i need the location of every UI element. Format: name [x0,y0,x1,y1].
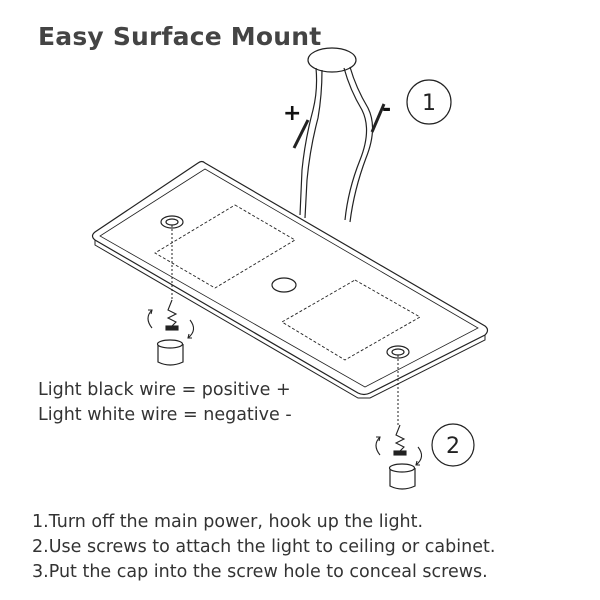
callout-1: 1 [406,79,452,125]
callout-2-number: 2 [446,434,460,459]
positive-sign: + [283,101,301,126]
cap-icon [388,463,416,490]
junction-box-icon [299,47,374,223]
screw-icon [165,299,179,331]
callout-2: 2 [431,423,475,467]
light-panel [91,160,489,399]
legend-negative-wire: Light white wire = negative - [38,405,292,425]
callout-1-number: 1 [422,91,436,116]
rotate-arrow-icon [375,436,423,466]
legend-positive-wire: Light black wire = positive + [38,380,291,400]
negative-sign: - [382,97,391,122]
page-title: Easy Surface Mount [38,22,322,51]
screw-icon [393,424,407,456]
step-2: 2.Use screws to attach the light to ceil… [32,537,496,557]
step-3: 3.Put the cap into the screw hole to con… [32,562,488,582]
instruction-steps: 1.Turn off the main power, hook up the l… [32,510,592,585]
cap-icon [156,339,184,366]
step-1: 1.Turn off the main power, hook up the l… [32,512,424,532]
rotate-arrow-icon [147,309,195,339]
